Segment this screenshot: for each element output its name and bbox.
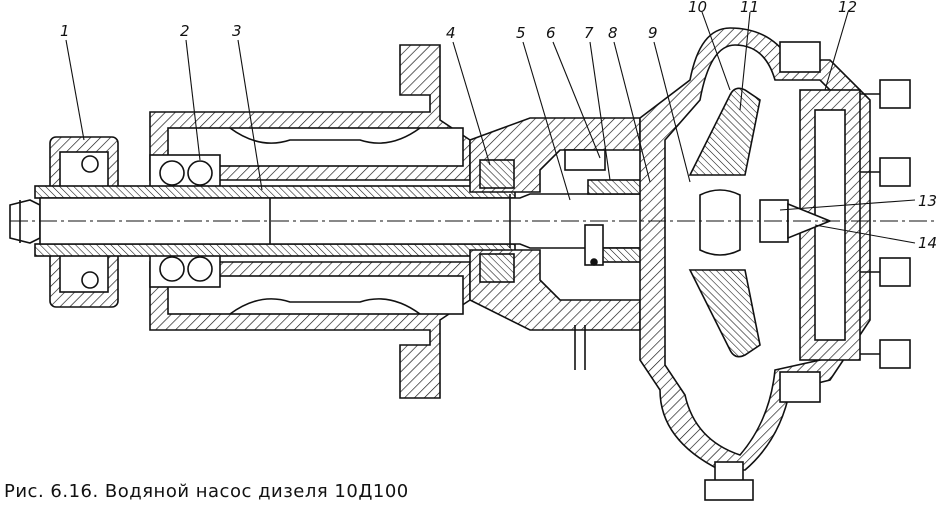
- callout-8: 8: [608, 24, 618, 42]
- ball-bearing: [149, 154, 221, 288]
- callout-10: 10: [688, 0, 707, 16]
- figure-caption: Рис. 6.16. Водяной насос дизеля 10Д100: [4, 481, 409, 502]
- callout-2: 2: [180, 22, 190, 40]
- callout-9: 9: [648, 24, 658, 42]
- callout-6: 6: [546, 24, 556, 42]
- shaft-sleeve: [34, 185, 516, 257]
- callout-14: 14: [918, 234, 937, 252]
- callout-5: 5: [516, 24, 526, 42]
- callout-3: 3: [232, 22, 242, 40]
- callout-1: 1: [60, 22, 70, 40]
- leader-lines: [65, 11, 916, 244]
- callout-12: 12: [838, 0, 857, 16]
- callout-13: 13: [918, 192, 937, 210]
- callout-4: 4: [446, 24, 456, 42]
- impeller: [688, 87, 761, 358]
- callout-7: 7: [584, 24, 594, 42]
- callout-11: 11: [740, 0, 759, 16]
